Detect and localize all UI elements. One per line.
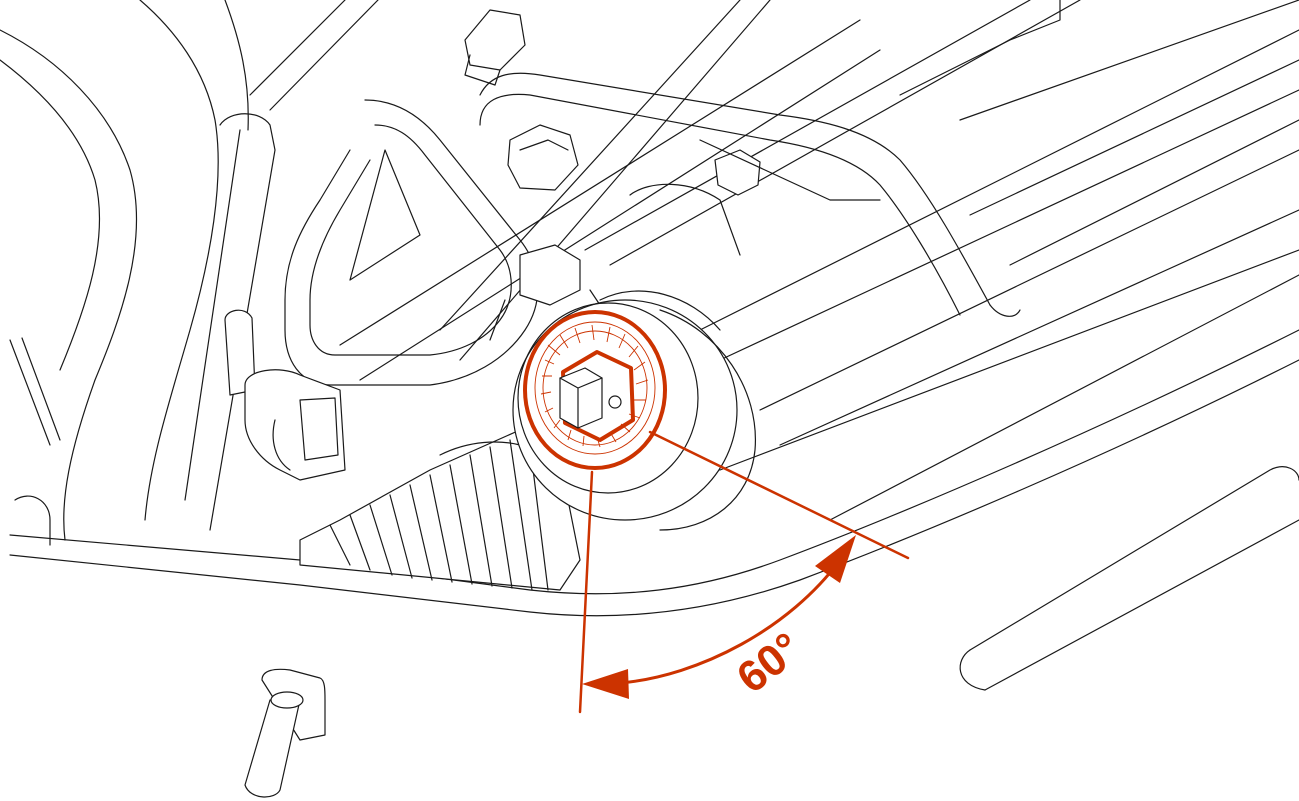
arrowhead-left-icon [582, 669, 629, 699]
reference-line-rotated [648, 430, 910, 560]
angle-arc [618, 558, 842, 685]
plug-ribs [540, 324, 649, 448]
reference-line-vertical [578, 470, 594, 714]
angle-label: 60° [728, 623, 811, 703]
hex-socket-icon [561, 350, 635, 442]
arrowhead-right-icon [815, 535, 856, 583]
drain-plug [523, 310, 667, 470]
